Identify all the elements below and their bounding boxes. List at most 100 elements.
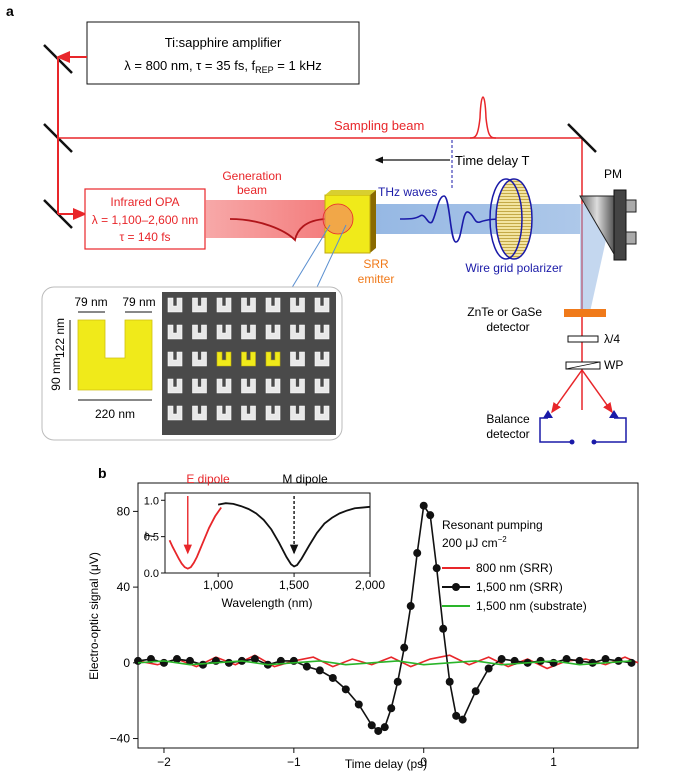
main-chart-frame: [137, 482, 639, 749]
legend-marker: [452, 583, 460, 591]
opa-tau: τ = 140 fs: [119, 230, 170, 244]
srr-unit-cell: [77, 319, 153, 391]
inset-x-tick-label: 1,500: [279, 578, 309, 592]
sem-srr-element: [192, 297, 207, 313]
detector-crystal: [564, 309, 606, 317]
dim-right-top-label: 79 nm: [122, 295, 155, 309]
main-y-tick-label: 40: [117, 580, 131, 594]
sem-srr-element: [265, 351, 281, 367]
opa-lambda: λ = 1,100–2,600 nm: [92, 213, 198, 227]
sem-srr-element: [167, 297, 183, 313]
data-point: [601, 655, 610, 664]
sampling-pulse: [469, 96, 497, 139]
generation-pulse: [229, 218, 327, 242]
main-ylabel: Electro-optic signal (μV): [87, 552, 101, 680]
inset-m-dipole-label: M dipole: [282, 472, 328, 486]
series-line-1-500-nm-substrate-: [137, 660, 632, 666]
photodiode-right: [609, 410, 619, 418]
data-point: [224, 658, 233, 667]
main-y-tick-label: −40: [110, 732, 131, 746]
terminal-left: [569, 439, 575, 445]
data-point: [426, 511, 435, 520]
dim-left-label: 90 nm: [49, 357, 63, 390]
legend-label: 1,500 nm (SRR): [476, 580, 563, 594]
sem-srr-element: [290, 378, 305, 394]
sem-srr-element: [290, 324, 305, 340]
data-point: [432, 564, 441, 573]
inset-ylabel: T: [143, 531, 157, 540]
data-point: [341, 685, 350, 694]
sem-srr-element: [265, 378, 281, 394]
data-point: [549, 658, 558, 667]
parabolic-mount: [613, 189, 627, 261]
data-point: [354, 700, 363, 709]
data-point: [393, 677, 402, 686]
data-point: [374, 726, 383, 735]
inset-y-tick-label: 1.0: [144, 495, 159, 507]
sem-srr-element: [192, 378, 207, 394]
quarter-wave-plate: [567, 335, 599, 343]
legend-note-1: Resonant pumping: [442, 518, 543, 532]
srr-emitter-label-1: SRR: [363, 257, 389, 271]
inset-y-tick-label: 0.0: [144, 568, 159, 580]
inset-chart-series: [168, 496, 371, 570]
detector-crystal-label-1: ZnTe or GaSe: [467, 305, 542, 319]
sem-srr-element: [241, 297, 256, 313]
sem-srr-element: [314, 324, 330, 340]
sem-srr-element: [167, 324, 183, 340]
wire-grid-polarizer: [495, 178, 533, 260]
pm-label: PM: [604, 167, 622, 181]
data-point: [400, 643, 409, 652]
detector-crystal-label-2: detector: [486, 320, 529, 334]
data-point: [315, 666, 324, 675]
data-point: [439, 624, 448, 633]
main-y-tick-label: 80: [117, 504, 131, 518]
balance-detector-label-1: Balance: [486, 412, 530, 426]
data-point: [159, 658, 168, 667]
sem-srr-element: [167, 405, 183, 421]
sem-srr-element: [216, 297, 232, 313]
generation-beam-label-2: beam: [237, 183, 267, 197]
data-point: [198, 660, 207, 669]
opa-box: [84, 188, 206, 250]
photodiode-left: [543, 410, 553, 418]
balance-detector-label-2: detector: [486, 427, 529, 441]
data-point: [575, 656, 584, 665]
main-chart-series: [134, 501, 639, 735]
sem-srr-element: [241, 324, 256, 340]
data-point: [367, 721, 376, 730]
legend: 800 nm (SRR)1,500 nm (SRR)1,500 nm (subs…: [442, 561, 587, 613]
data-point: [452, 711, 461, 720]
srr-emitter-top: [325, 190, 376, 195]
sem-srr-element: [216, 405, 232, 421]
main-x-tick-label: 1: [550, 755, 557, 769]
split-beam-left: [551, 369, 583, 414]
panel-a-label: a: [6, 3, 14, 19]
sampling-beam-label: Sampling beam: [334, 118, 424, 133]
terminal-right: [591, 439, 597, 445]
series-line-800-nm-srr-: [137, 654, 639, 670]
inset-series-m-dipole: [217, 502, 371, 568]
sem-srr-element: [167, 378, 183, 394]
sem-srr-element: [314, 297, 330, 313]
srr-emitter-side: [370, 190, 376, 253]
sem-srr-element: [241, 351, 256, 367]
main-x-tick-label: 0: [420, 755, 427, 769]
sem-srr-element: [192, 324, 207, 340]
data-point: [471, 687, 480, 696]
balance-detector-circuit: [539, 417, 627, 443]
laser-title: Ti:sapphire amplifier: [165, 35, 282, 50]
main-x-tick-label: −2: [157, 755, 171, 769]
main-x-tick-label: −1: [287, 755, 301, 769]
inset-chart-bg: [164, 492, 371, 574]
legend-label: 800 nm (SRR): [476, 561, 553, 575]
mount-screw-bottom: [625, 231, 637, 245]
legend-note-2: 200 μJ cm−2: [442, 535, 507, 550]
sem-srr-element: [265, 297, 281, 313]
data-point: [536, 656, 545, 665]
generation-beam-label-1: Generation: [222, 169, 281, 183]
wire-grid-label: Wire grid polarizer: [465, 261, 562, 275]
